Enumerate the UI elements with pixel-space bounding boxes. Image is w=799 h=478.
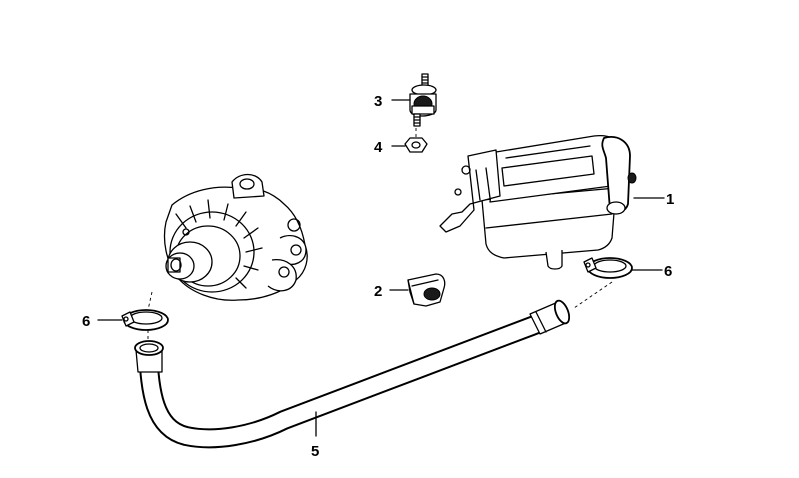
leader-lines [97,99,665,437]
hex-nut [404,137,428,153]
hose-clamp-right [583,257,633,279]
assembly-line-left [147,291,153,311]
callout-1: 1 [666,191,674,208]
rubber-mount [409,73,437,127]
callout-5: 5 [311,443,319,460]
callout-2: 2 [374,283,382,300]
vacuum-hose [134,299,571,449]
callout-6-left: 6 [82,313,90,330]
vacuum-pump [163,173,308,301]
assembly-line-right [573,281,613,309]
vacuum-reservoir [439,134,637,270]
callout-3: 3 [374,93,382,110]
callout-6-right: 6 [664,263,672,280]
hose-clamp-left [121,309,169,331]
rubber-plug [407,273,446,307]
callout-4: 4 [374,139,383,156]
